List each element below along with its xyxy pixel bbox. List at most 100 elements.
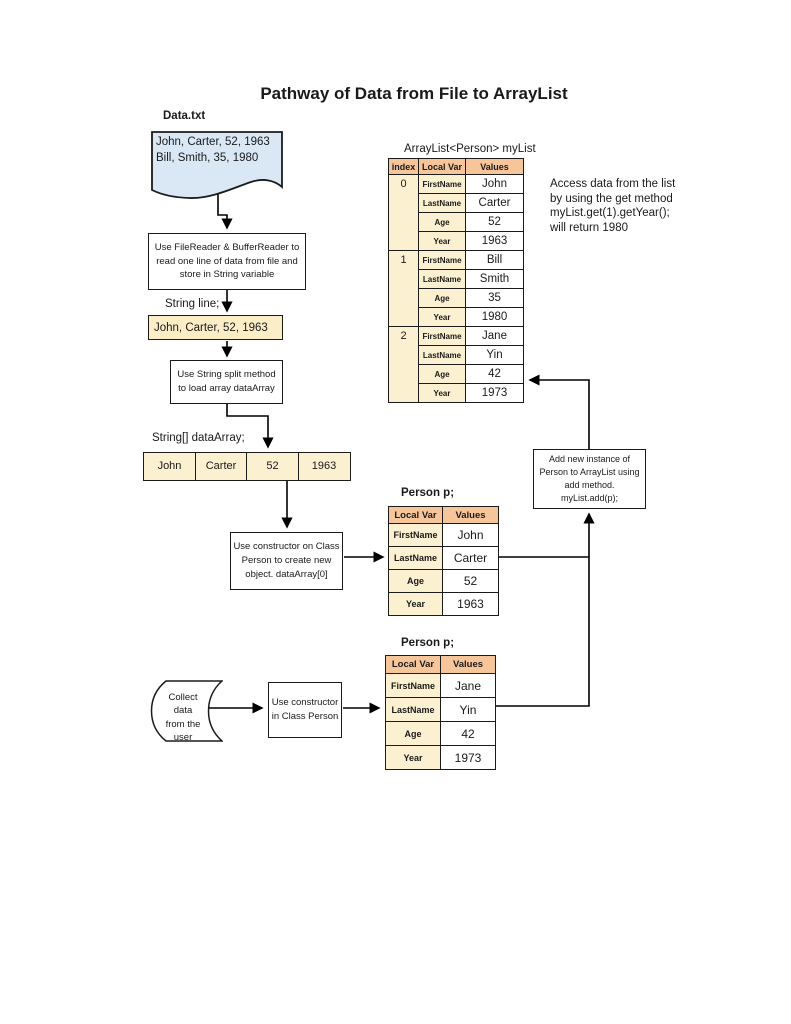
p1-value-cell: 1963 <box>442 592 499 616</box>
al-label-cell: LastName <box>418 193 466 213</box>
box-line: Add new instance of <box>548 453 631 464</box>
al-index-cell: 2 <box>388 326 419 403</box>
al-label-cell: FirstName <box>418 174 466 194</box>
al-label-cell: Year <box>418 383 466 403</box>
al-index-cell: 0 <box>388 174 419 251</box>
al-index-cell: 1 <box>388 250 419 327</box>
box-line: store in String variable <box>179 269 275 281</box>
al-label-cell: LastName <box>418 345 466 365</box>
al-label-cell: FirstName <box>418 326 466 346</box>
box-line: add method. <box>564 480 615 490</box>
box-line: Person to create new <box>241 555 332 567</box>
datafile-line: Bill, Smith, 35, 1980 <box>156 151 259 164</box>
p1-value-cell: Carter <box>442 546 499 570</box>
al-value-cell: Carter <box>465 193 524 213</box>
note-line: myList.get(1).getYear(); <box>550 207 670 219</box>
collect-data-text: Collect data from the user <box>158 691 208 744</box>
p1-header-localvar: Local Var <box>388 506 443 524</box>
p2-value-cell: Jane <box>440 673 496 698</box>
p1-label-cell: Age <box>388 569 443 593</box>
person2-title: Person p; <box>401 637 455 649</box>
p2-label-cell: Year <box>385 745 441 770</box>
al-header-localvar: Local Var <box>418 158 466 175</box>
stored-data-shape-icon <box>150 680 223 742</box>
al-header-index: index <box>388 158 419 175</box>
al-label-cell: Year <box>418 231 466 251</box>
note-line: Access data from the list <box>550 178 676 190</box>
p2-value-cell: 1973 <box>440 745 496 770</box>
al-label-cell: Year <box>418 307 466 327</box>
datafile-line: John, Carter, 52, 1963 <box>156 136 270 148</box>
al-label-cell: Age <box>418 212 466 232</box>
array-cell: John <box>143 452 196 481</box>
datafile-document-shape: John, Carter, 52, 1963 Bill, Smith, 35, … <box>151 131 283 203</box>
p2-value-cell: 42 <box>440 721 496 746</box>
al-value-cell: John <box>465 174 524 194</box>
person1-table: Local Var Values FirstName John LastName… <box>388 506 499 616</box>
box-line: Person to ArrayList using <box>539 466 640 477</box>
arrow-addbox-to-arraylist <box>528 374 590 449</box>
p2-label-cell: LastName <box>385 697 441 722</box>
al-value-cell: 1980 <box>465 307 524 327</box>
al-value-cell: 1973 <box>465 383 524 403</box>
arrow-person2-to-addbox <box>496 512 595 707</box>
al-value-cell: Yin <box>465 345 524 365</box>
box-line: myList.add(p); <box>560 493 619 504</box>
box-line: Use String split method <box>177 369 276 381</box>
box-line: Collect data <box>168 692 198 717</box>
al-value-cell: 42 <box>465 364 524 384</box>
string-line-value-box: John, Carter, 52, 1963 <box>148 315 283 340</box>
al-value-cell: 52 <box>465 212 524 232</box>
p2-value-cell: Yin <box>440 697 496 722</box>
p2-header-values: Values <box>440 655 496 674</box>
array-cell: Carter <box>194 452 248 481</box>
box-line: from the <box>165 718 201 730</box>
al-label-cell: Age <box>418 288 466 308</box>
al-value-cell: 35 <box>465 288 524 308</box>
box-line: user <box>173 731 193 743</box>
page-title: Pathway of Data from File to ArrayList <box>260 84 568 103</box>
box-line: object. dataArray[0] <box>245 568 328 580</box>
box-line: to load array dataArray <box>178 383 275 394</box>
al-label-cell: Age <box>418 364 466 384</box>
al-value-cell: Jane <box>465 326 524 346</box>
box-line: read one line of data from file and <box>156 255 298 267</box>
datafile-label: Data.txt <box>163 110 206 122</box>
p2-header-localvar: Local Var <box>385 655 441 674</box>
al-value-cell: Bill <box>465 250 524 270</box>
note-line: will return 1980 <box>550 221 628 234</box>
p1-value-cell: 52 <box>442 569 499 593</box>
datafile-content: John, Carter, 52, 1963 Bill, Smith, 35, … <box>156 135 270 166</box>
al-label-cell: FirstName <box>418 250 466 270</box>
access-note: Access data from the list by using the g… <box>550 177 675 235</box>
p2-label-cell: Age <box>385 721 441 746</box>
box-line: Use constructor <box>271 697 339 709</box>
add-step-box: Add new instance of Person to ArrayList … <box>533 449 646 509</box>
dataarray-cells: John Carter 52 1963 <box>143 452 351 481</box>
split-step-box: Use String split method to load array da… <box>170 360 283 404</box>
constructor2-step-box: Use constructor in Class Person <box>268 682 342 738</box>
box-line: in Class Person <box>271 711 339 722</box>
filereader-step-box: Use FileReader & BufferReader to read on… <box>148 233 306 290</box>
dataarray-label: String[] dataArray; <box>152 432 245 444</box>
document-shape-icon <box>151 131 283 199</box>
person1-title: Person p; <box>401 487 455 499</box>
note-line: by using the get method <box>550 192 673 205</box>
al-label-cell: LastName <box>418 269 466 289</box>
arraylist-title: ArrayList<Person> myList <box>404 143 536 155</box>
constructor1-step-box: Use constructor on Class Person to creat… <box>230 532 343 590</box>
collect-data-shape: Collect data from the user <box>150 680 223 744</box>
box-line: Use constructor on Class <box>233 541 340 553</box>
string-line-label: String line; <box>165 298 220 310</box>
array-cell: 52 <box>246 452 299 481</box>
p1-value-cell: John <box>442 523 499 547</box>
p1-label-cell: LastName <box>388 546 443 570</box>
p1-label-cell: Year <box>388 592 443 616</box>
box-line: Use FileReader & BufferReader to <box>154 241 300 253</box>
al-value-cell: 1963 <box>465 231 524 251</box>
al-value-cell: Smith <box>465 269 524 289</box>
al-header-values: Values <box>465 158 524 175</box>
array-cell: 1963 <box>297 452 351 481</box>
person2-table: Local Var Values FirstName Jane LastName… <box>385 655 496 770</box>
